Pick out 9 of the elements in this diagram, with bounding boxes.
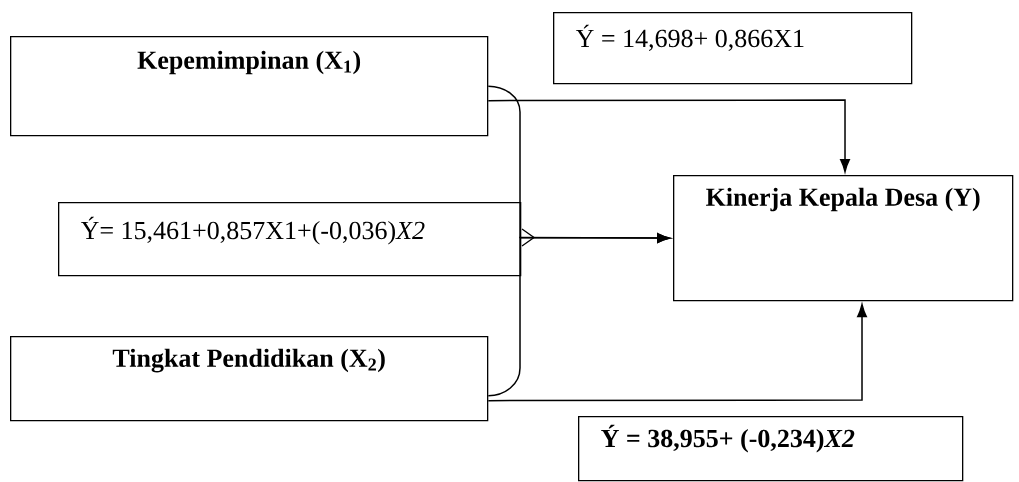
variable-box: Tingkat Pendidikan (X$_{2}$) [10, 336, 489, 422]
equation-box: Ý = 14,698+ 0,866X1 [553, 12, 913, 85]
variable-box: Kepemimpinan (X$_{1}$) [10, 36, 489, 137]
equation-box: Ý= 15,461+0,857X1+(-0,036)X2 [58, 202, 522, 277]
equation-box: Ý = 38,955+ (-0,234)X2 [578, 416, 964, 482]
arrow [487, 233, 671, 397]
arrow [487, 99, 850, 173]
variable-box: Kinerja Kepala Desa (Y) [673, 175, 1014, 302]
arrow [487, 303, 867, 402]
